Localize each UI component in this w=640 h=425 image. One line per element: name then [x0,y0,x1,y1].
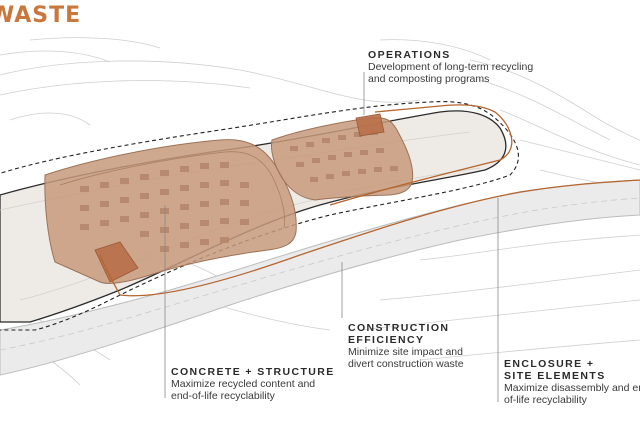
callout-enclosure-line2: of-life recyclability [504,394,587,406]
service-road-line [119,104,640,297]
callout-operations: OPERATIONS Development of long-term recy… [368,49,533,85]
callout-construction-heading2: EFFICIENCY [348,334,425,346]
callout-concrete-heading: CONCRETE + STRUCTURE [171,366,335,378]
callout-construction-line2: divert construction waste [348,358,464,370]
callout-enclosure-heading1: ENCLOSURE + [504,358,595,370]
callout-construction-efficiency: CONSTRUCTION EFFICIENCY Minimize site im… [348,322,464,370]
callout-construction-heading1: CONSTRUCTION [348,322,450,334]
callout-concrete-structure: CONCRETE + STRUCTURE Maximize recycled c… [171,366,335,402]
callout-enclosure-heading2: SITE ELEMENTS [504,370,606,382]
callout-enclosure-line1: Maximize disassembly and end- [504,382,640,394]
callout-operations-line1: Development of long-term recycling [368,61,534,73]
callout-construction-line1: Minimize site impact and [348,346,463,358]
site-boundary-dashed [0,101,519,331]
callout-enclosure-site: ENCLOSURE + SITE ELEMENTS Maximize disas… [504,358,640,406]
building-large [44,139,297,284]
callout-operations-line2: and composting programs [368,73,490,85]
callout-leaders [164,72,499,402]
callout-operations-heading: OPERATIONS [368,49,451,61]
highway-band [0,179,640,376]
callout-concrete-line1: Maximize recycled content and [171,378,316,390]
page-title: WASTE [0,3,82,28]
callout-concrete-line2: end-of-life recyclability [171,390,275,402]
building-small [271,113,414,201]
